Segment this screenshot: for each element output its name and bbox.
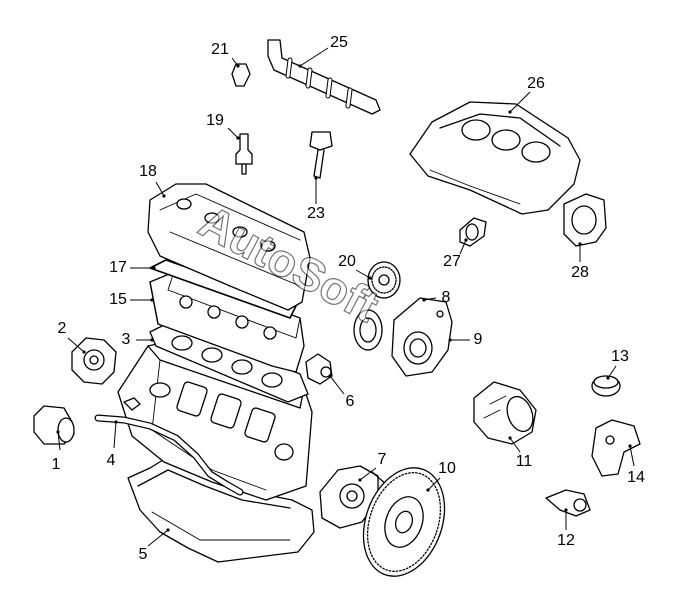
engine-mount-part <box>545 489 591 517</box>
callout-dot-10 <box>426 488 430 492</box>
timing-cover-part <box>391 297 453 377</box>
callout-dot-12 <box>564 508 568 512</box>
callout-label-17: 17 <box>109 259 127 276</box>
callout-label-21: 21 <box>211 41 229 58</box>
callout-leader-13 <box>607 365 617 379</box>
callout-label-13: 13 <box>611 348 629 365</box>
spark-plug-part <box>235 133 253 175</box>
callout-leaders <box>56 47 635 547</box>
callout-leader-6 <box>329 375 345 395</box>
sealing-plug-part <box>591 375 621 397</box>
timing-pulley-part <box>367 261 401 299</box>
callout-dot-17 <box>152 266 156 270</box>
callout-dot-3 <box>150 338 154 342</box>
callout-dot-28 <box>578 242 582 246</box>
callout-dot-6 <box>328 374 332 378</box>
sensor-part <box>231 63 251 87</box>
dipstick-tube-part <box>94 397 244 496</box>
callout-leader-25 <box>299 47 329 67</box>
callout-dot-26 <box>508 110 512 114</box>
callout-dot-5 <box>166 528 170 532</box>
callout-leader-14 <box>629 445 635 467</box>
callout-leader-1 <box>57 431 61 451</box>
oil-pan-part <box>127 451 315 563</box>
callout-leader-26 <box>509 91 531 113</box>
callout-label-4: 4 <box>107 452 116 469</box>
thermostat-housing-part <box>305 353 333 385</box>
callout-label-23: 23 <box>307 205 325 222</box>
callout-dot-4 <box>114 420 118 424</box>
crank-seal-part <box>353 309 383 351</box>
callout-label-3: 3 <box>122 331 131 348</box>
callout-label-15: 15 <box>109 291 127 308</box>
callout-label-28: 28 <box>571 264 589 281</box>
callout-leader-18 <box>155 181 165 197</box>
callout-label-18: 18 <box>139 163 157 180</box>
engine-mount-bracket-part <box>591 419 641 477</box>
callout-dot-18 <box>162 194 166 198</box>
callout-leader-2 <box>67 337 85 353</box>
starter-motor-part <box>473 381 537 445</box>
callout-dot-27 <box>464 238 468 242</box>
callout-dot-9 <box>448 338 452 342</box>
callout-label-2: 2 <box>58 320 67 337</box>
callout-label-19: 19 <box>206 112 224 129</box>
callout-label-14: 14 <box>627 469 645 486</box>
callout-label-9: 9 <box>474 331 483 348</box>
callout-leader-11 <box>509 437 521 453</box>
callout-leader-8 <box>423 297 437 301</box>
oil-filter-part <box>33 405 75 445</box>
callout-leader-7 <box>359 467 377 481</box>
callout-label-12: 12 <box>557 532 575 549</box>
head-gasket-part <box>149 321 309 403</box>
callout-label-10: 10 <box>438 460 456 477</box>
callout-dot-7 <box>358 478 362 482</box>
callout-dot-11 <box>508 436 512 440</box>
callout-leader-21 <box>231 57 239 67</box>
fuel-rail-part <box>267 39 381 115</box>
callout-label-8: 8 <box>442 289 451 306</box>
callout-label-20: 20 <box>338 253 356 270</box>
callout-dot-14 <box>628 444 632 448</box>
oil-pump-part <box>319 465 387 529</box>
valve-cover-part <box>147 183 311 311</box>
callout-leader-19 <box>227 127 239 139</box>
callout-leader-20 <box>355 269 371 279</box>
ignition-coil-part <box>309 131 333 179</box>
callout-dot-2 <box>82 350 86 354</box>
throttle-body-part <box>563 193 607 247</box>
throttle-gasket-part <box>459 217 487 247</box>
callout-dot-13 <box>606 376 610 380</box>
callout-leader-10 <box>427 477 441 491</box>
flywheel-part <box>362 467 446 577</box>
callout-label-6: 6 <box>346 393 355 410</box>
callout-leader-5 <box>147 529 169 547</box>
callout-label-5: 5 <box>139 546 148 563</box>
callout-dot-8 <box>422 298 426 302</box>
callout-leader-4 <box>113 421 117 449</box>
callout-dot-1 <box>56 430 60 434</box>
callout-dot-23 <box>314 176 318 180</box>
callout-label-25: 25 <box>330 34 348 51</box>
water-pump-part <box>71 337 117 385</box>
callout-dot-19 <box>236 136 240 140</box>
callout-dot-15 <box>150 298 154 302</box>
callout-leader-27 <box>459 239 467 255</box>
callout-label-7: 7 <box>378 451 387 468</box>
callout-dot-21 <box>236 64 240 68</box>
callout-label-1: 1 <box>52 456 61 473</box>
callout-label-26: 26 <box>527 75 545 92</box>
callout-dot-25 <box>298 64 302 68</box>
callout-label-27: 27 <box>443 253 461 270</box>
intake-manifold-part <box>409 101 581 215</box>
callout-dot-20 <box>368 276 372 280</box>
callout-label-11: 11 <box>516 453 533 470</box>
